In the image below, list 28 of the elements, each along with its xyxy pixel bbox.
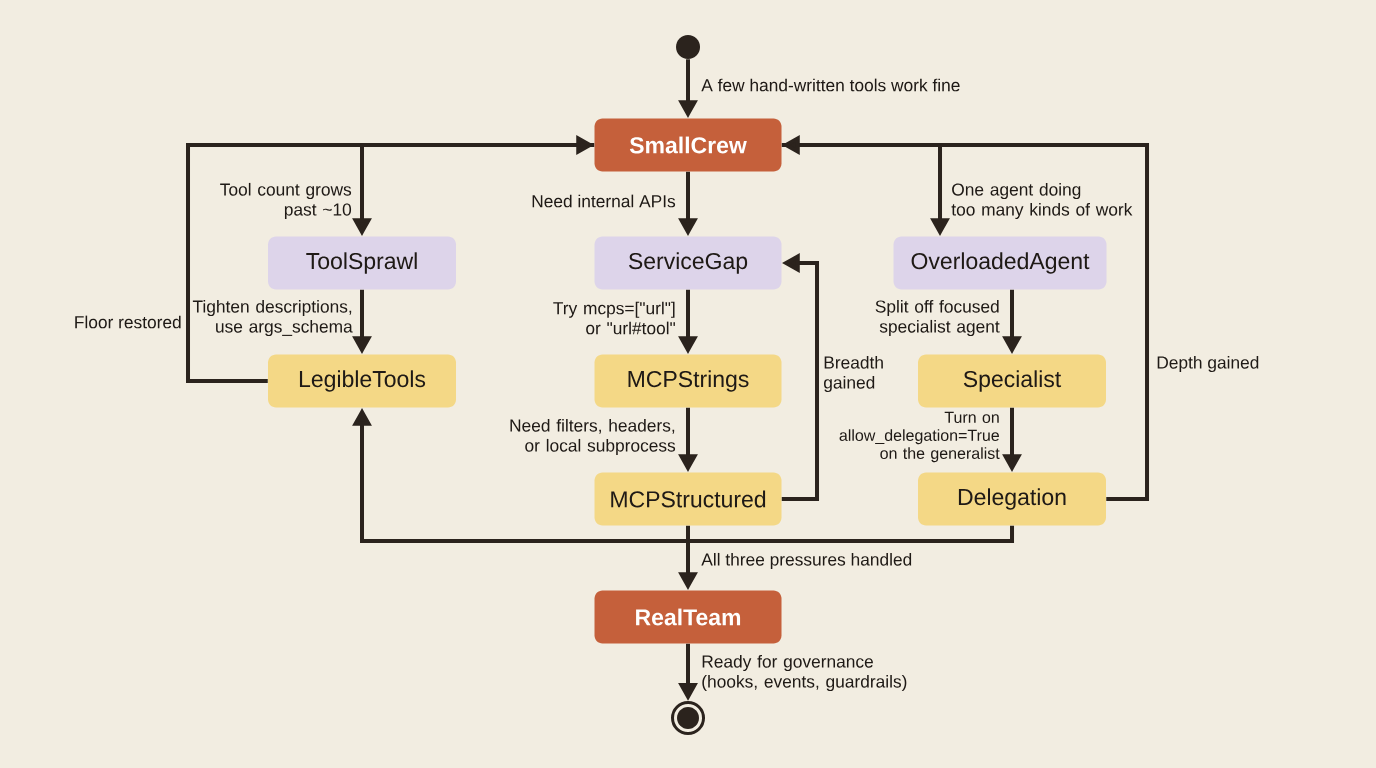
edge-label: Turn on allow_delegation=True on the generalist (839, 411, 1000, 463)
state-box: RealTeam (594, 590, 782, 644)
edge-label: All three pressures handled (701, 552, 912, 570)
connector-line (686, 525, 690, 541)
state-box: MCPStrings (594, 354, 782, 408)
state-box: LegibleTools (268, 354, 456, 408)
state-box: MCPStructured (594, 472, 782, 526)
edge-label: Breadth gained (824, 355, 883, 393)
state-box: OverloadedAgent (893, 236, 1107, 290)
edge-label: Floor restored (75, 315, 181, 329)
edge-label: Need internal APIs (532, 194, 676, 208)
state-box: SmallCrew (594, 118, 782, 172)
state-box: ServiceGap (594, 236, 782, 290)
edge-label: Depth gained (1157, 355, 1259, 373)
edge-label: Ready for governance (hooks, events, guardrails) (702, 654, 907, 692)
state-box: Specialist (918, 354, 1106, 408)
end-marker (671, 701, 705, 735)
edge-label: A few hand-written tools work fine (701, 78, 960, 92)
edge-label: Tool count grows past ~10 (220, 182, 352, 220)
start-dot (676, 35, 700, 59)
edge-label: One agent doing too many kinds of work (951, 182, 1133, 220)
edge-label: Try mcps=["url"] or "url#tool" (553, 301, 675, 335)
edge-label: Need filters, headers, or local subprocess (510, 418, 676, 456)
edge-label: Split off focused specialist agent (875, 299, 1000, 337)
edge-label: Tighten descriptions, use args_schema (192, 299, 353, 337)
state-box: ToolSprawl (268, 236, 456, 290)
connector-line (688, 525, 1014, 543)
state-box: Delegation (918, 472, 1106, 526)
